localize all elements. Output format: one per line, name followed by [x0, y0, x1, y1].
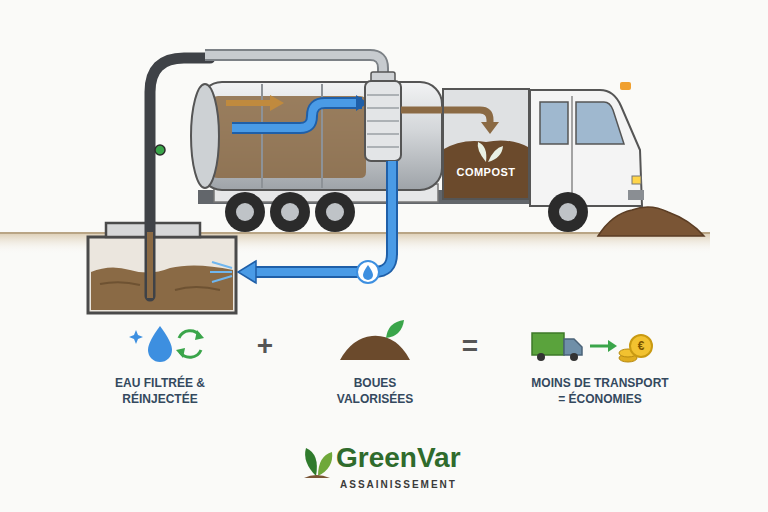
cab-window: [576, 102, 624, 144]
logo-leaf: [305, 448, 317, 476]
hose-valve: [155, 145, 165, 155]
water-drop-small: [363, 265, 373, 280]
recycle-arrowhead: [176, 348, 185, 358]
compost-leaf-icon: [478, 142, 503, 162]
water-pipe-outline: [232, 103, 362, 128]
return-pipe: [252, 161, 392, 272]
filter: [365, 81, 401, 161]
wheel: [270, 192, 310, 232]
logo-subtitle: ASSAINISSEMENT: [340, 478, 457, 491]
wheel-hub: [559, 203, 577, 221]
water-drop-badge: [357, 261, 379, 283]
water-pipe: [232, 103, 362, 128]
equals-sign: =: [462, 332, 478, 360]
logo-wordmark: GreenVar: [336, 444, 461, 472]
benefit-caption: EAU FILTRÉE & RÉINJECTÉE: [110, 376, 210, 407]
plus-sign: +: [257, 332, 273, 360]
top-pipe-outline: [205, 55, 383, 76]
compost-arrow: [401, 110, 490, 124]
wheel: [315, 192, 355, 232]
beacon: [620, 82, 631, 90]
truck-icon-cab: [564, 339, 582, 355]
tank: [200, 82, 442, 190]
truck-cab: [530, 90, 642, 206]
septic-pit: [88, 237, 236, 313]
coin: [630, 335, 652, 357]
sludge-texture: [100, 282, 220, 290]
logo-soil: [304, 475, 330, 478]
wheel-hub: [326, 203, 344, 221]
truck-icon-wheel: [570, 353, 578, 361]
sludge-arrow: [226, 100, 272, 106]
sludge-arrowhead: [270, 95, 284, 111]
water-drop-icon: [148, 326, 172, 362]
tank-rear-cap: [191, 84, 219, 188]
compost-pile: [598, 207, 704, 236]
water-spray: [210, 262, 232, 282]
recycle-arrowhead: [195, 330, 204, 340]
wheel-hub: [236, 203, 254, 221]
top-pipe: [205, 55, 383, 76]
compost-box: COMPOST: [442, 88, 530, 200]
benefit-caption: BOUES VALORISÉES: [331, 376, 419, 407]
compost-box-panel: [442, 88, 530, 200]
truck-icon-wheel: [537, 353, 545, 361]
result-arrowhead: [608, 340, 617, 352]
sparkle: [129, 330, 143, 344]
wheel: [548, 192, 588, 232]
result-arrow: [590, 345, 610, 348]
tank-band: [261, 84, 263, 188]
cab-side-window: [540, 102, 568, 144]
benefit-caption: MOINS DE TRANSPORT = ÉCONOMIES: [529, 376, 671, 407]
compost-fill: [442, 140, 530, 200]
bumper: [628, 190, 644, 200]
return-arrowhead: [238, 261, 256, 283]
headlight: [632, 176, 641, 184]
box-label: COMPOST: [456, 166, 515, 178]
cab-door-line: [571, 96, 573, 200]
sludge-in-hose: [147, 232, 153, 298]
truck-icon-body: [532, 333, 564, 355]
wheels: [225, 192, 588, 232]
soil-pile-icon: [340, 336, 410, 360]
currency-symbol: €: [638, 339, 645, 355]
leaf-icon: [386, 320, 404, 338]
filter-ribs: [367, 95, 399, 147]
compost-arrowhead: [481, 122, 499, 134]
tank-sludge: [212, 96, 366, 178]
logo-leaf: [318, 452, 332, 476]
return-pipe-outline: [252, 161, 392, 272]
wheel-hub: [281, 203, 299, 221]
wheel: [225, 192, 265, 232]
